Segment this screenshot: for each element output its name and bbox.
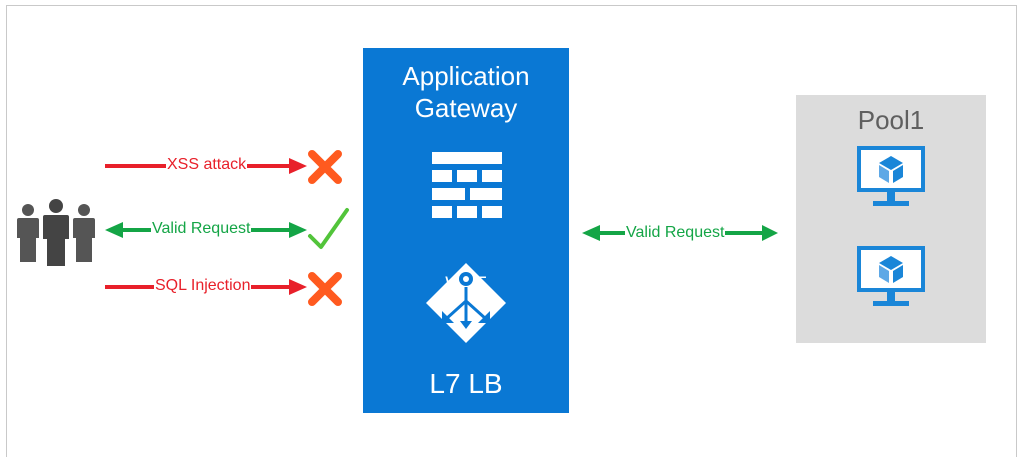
application-gateway: Application Gateway WAF L7 LB bbox=[363, 48, 569, 413]
backend-pool: Pool1 bbox=[796, 95, 986, 343]
users-icon bbox=[17, 199, 95, 266]
cross-icon bbox=[308, 272, 342, 306]
cross-icon bbox=[308, 150, 342, 184]
vm-monitor-icon bbox=[857, 146, 925, 206]
check-icon bbox=[308, 208, 349, 249]
load-balancer-icon bbox=[426, 263, 506, 343]
xss-attack-label: XSS attack bbox=[166, 156, 248, 174]
gateway-title: Application Gateway bbox=[363, 60, 569, 124]
vm-monitor-icon bbox=[857, 246, 925, 306]
backend-valid-request-label: Valid Request bbox=[625, 224, 726, 242]
sql-injection-label: SQL Injection bbox=[154, 277, 252, 295]
l7-lb-label: L7 LB bbox=[429, 368, 503, 399]
gateway-title-line2: Gateway bbox=[414, 93, 518, 123]
gateway-title-line1: Application bbox=[402, 61, 530, 91]
pool-title: Pool1 bbox=[857, 105, 925, 135]
firewall-icon bbox=[432, 152, 502, 218]
valid-request-label: Valid Request bbox=[151, 220, 252, 238]
